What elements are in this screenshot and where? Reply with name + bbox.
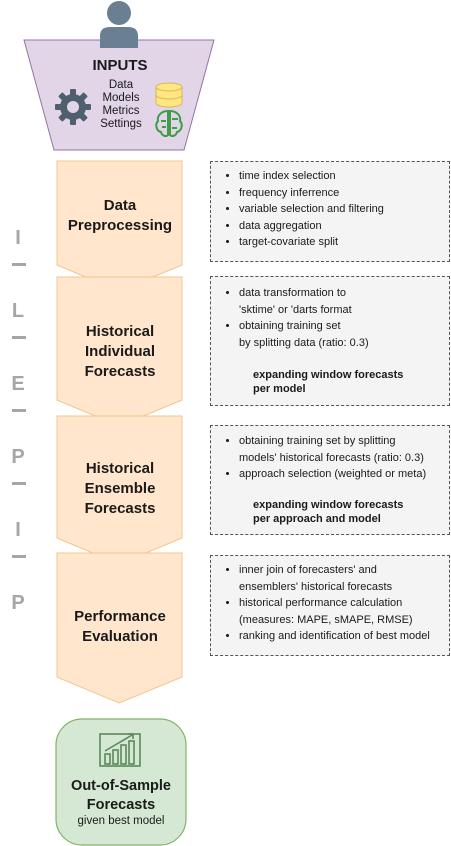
list-item: approach selection (weighted or meta) xyxy=(239,466,449,483)
stage-shape-individual xyxy=(56,276,183,427)
pipeline-letter: I xyxy=(15,227,21,249)
final-box xyxy=(55,718,187,846)
list-item: 'sktime' or 'darts format xyxy=(239,303,352,316)
list-item: frequency inferrence xyxy=(239,185,449,202)
stage-shape-ensemble xyxy=(56,415,183,565)
list-item: by splitting data (ratio: 0.3) xyxy=(239,336,369,349)
pipeline-letter: I xyxy=(15,519,21,541)
details-individual: data transformation to 'sktime' or 'dart… xyxy=(210,276,450,406)
pipeline-letter: P xyxy=(11,592,25,614)
list-item: data transformation to xyxy=(239,285,449,302)
inputs-item-metrics: Metrics xyxy=(102,105,140,117)
final-subtitle: given best model xyxy=(77,815,165,827)
inputs-title: INPUTS xyxy=(92,57,148,74)
stage-shape-evaluation xyxy=(56,552,183,704)
list-item: (measures: MAPE, sMAPE, RMSE) xyxy=(239,613,413,626)
list-item: models' historical forecasts (ratio: 0.3… xyxy=(239,451,424,464)
person-icon xyxy=(100,1,138,48)
list-item: variable selection and filtering xyxy=(239,201,449,218)
inputs-list: Data Models Metrics Settings xyxy=(98,79,144,131)
bar-chart-icon xyxy=(99,733,141,767)
inputs-item-data: Data xyxy=(108,79,134,91)
pipeline-letter: P xyxy=(11,446,25,468)
brain-icon xyxy=(155,109,183,137)
list-item: obtaining training set by splitting xyxy=(239,433,449,450)
pipeline-letter: E xyxy=(11,373,25,395)
inputs-item-settings: Settings xyxy=(100,118,142,130)
list-item: time index selection xyxy=(239,168,449,185)
list-item: historical performance calculation xyxy=(239,595,449,612)
list-item: target-covariate split xyxy=(239,234,449,251)
details-evaluation: inner join of forecasters' and ensembler… xyxy=(210,555,450,656)
database-icon xyxy=(155,82,183,108)
list-item: inner join of forecasters' and xyxy=(239,562,449,579)
pipeline-separators xyxy=(12,263,26,558)
list-item: data aggregation xyxy=(239,218,449,235)
list-item: ranking and identification of best model xyxy=(239,628,449,645)
pipeline-letter: L xyxy=(11,300,25,322)
gear-icon xyxy=(55,89,91,125)
details-preprocessing: time index selection frequency inferrenc… xyxy=(210,161,450,262)
details-ensemble: obtaining training set by splitting mode… xyxy=(210,425,450,535)
list-item: ensemblers' historical forecasts xyxy=(239,580,393,593)
inputs-item-models: Models xyxy=(102,92,140,104)
list-item: obtaining training set xyxy=(239,318,449,335)
